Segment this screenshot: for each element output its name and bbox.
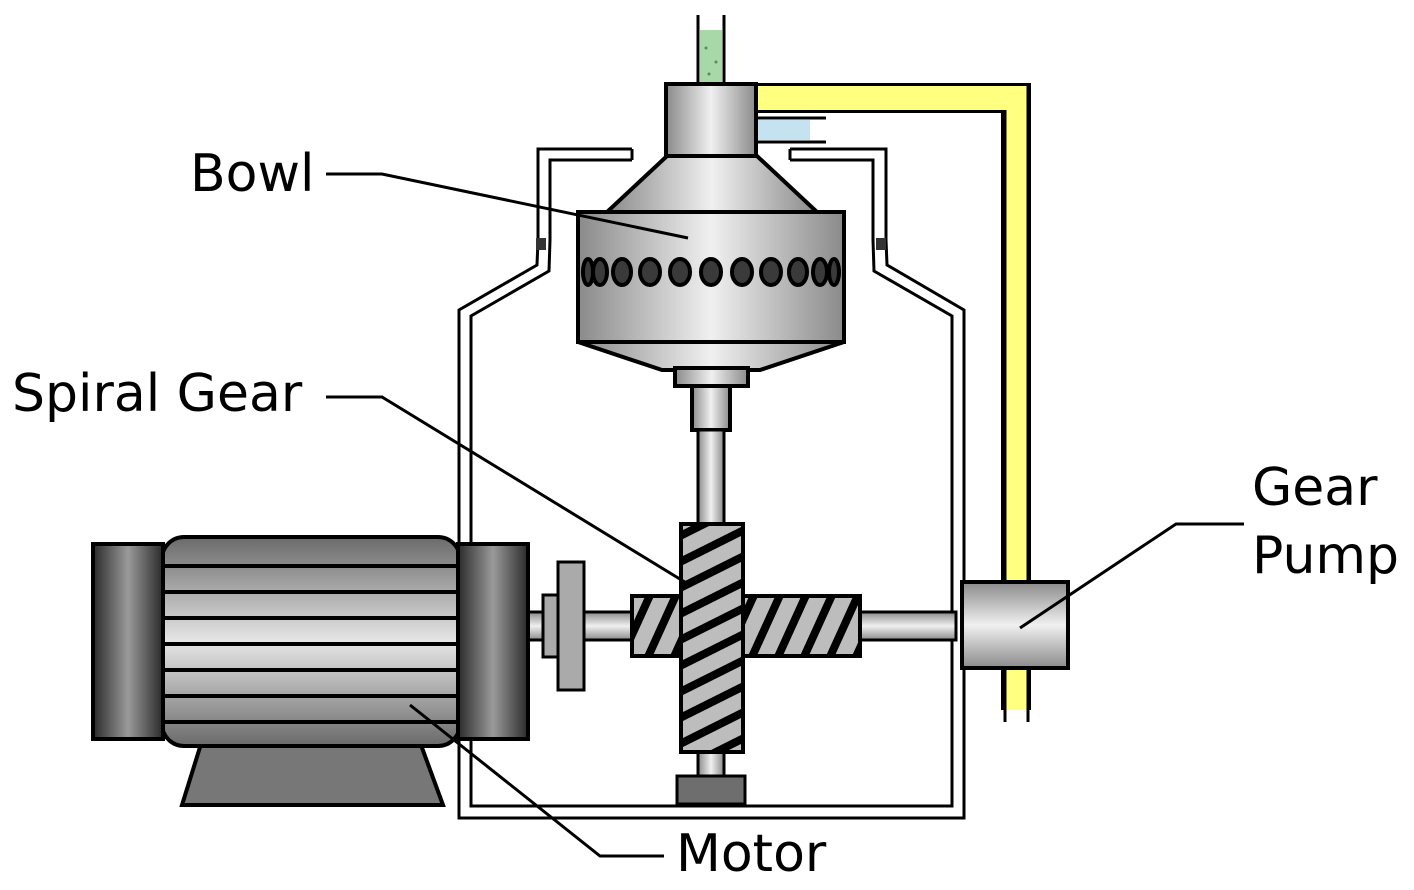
spiral-gear-label: Spiral Gear: [12, 364, 303, 424]
leader-lines: [326, 172, 1244, 858]
spiral-gear-icon: [630, 522, 862, 754]
bowl-leader: [326, 172, 689, 240]
milk-inlet-tube: [696, 15, 726, 85]
vertical-shaft: [675, 428, 747, 806]
motor-label: Motor: [676, 824, 827, 884]
oil-line: [756, 83, 1031, 722]
housing-seals: [536, 238, 886, 250]
gear-pump-label-line2: Pump: [1252, 526, 1400, 586]
spiral-gear-leader: [326, 395, 689, 586]
bowl-holes: [581, 257, 841, 287]
cream-outlet: [758, 116, 826, 144]
gear-pump-leader: [1019, 522, 1244, 630]
gear-pump-label-line1: Gear: [1252, 458, 1378, 518]
housing: [457, 147, 966, 820]
electric-motor-icon: [91, 535, 530, 807]
bowl-label: Bowl: [190, 144, 315, 204]
motor-leader: [409, 703, 664, 858]
gear-pump-icon: [960, 580, 1070, 670]
